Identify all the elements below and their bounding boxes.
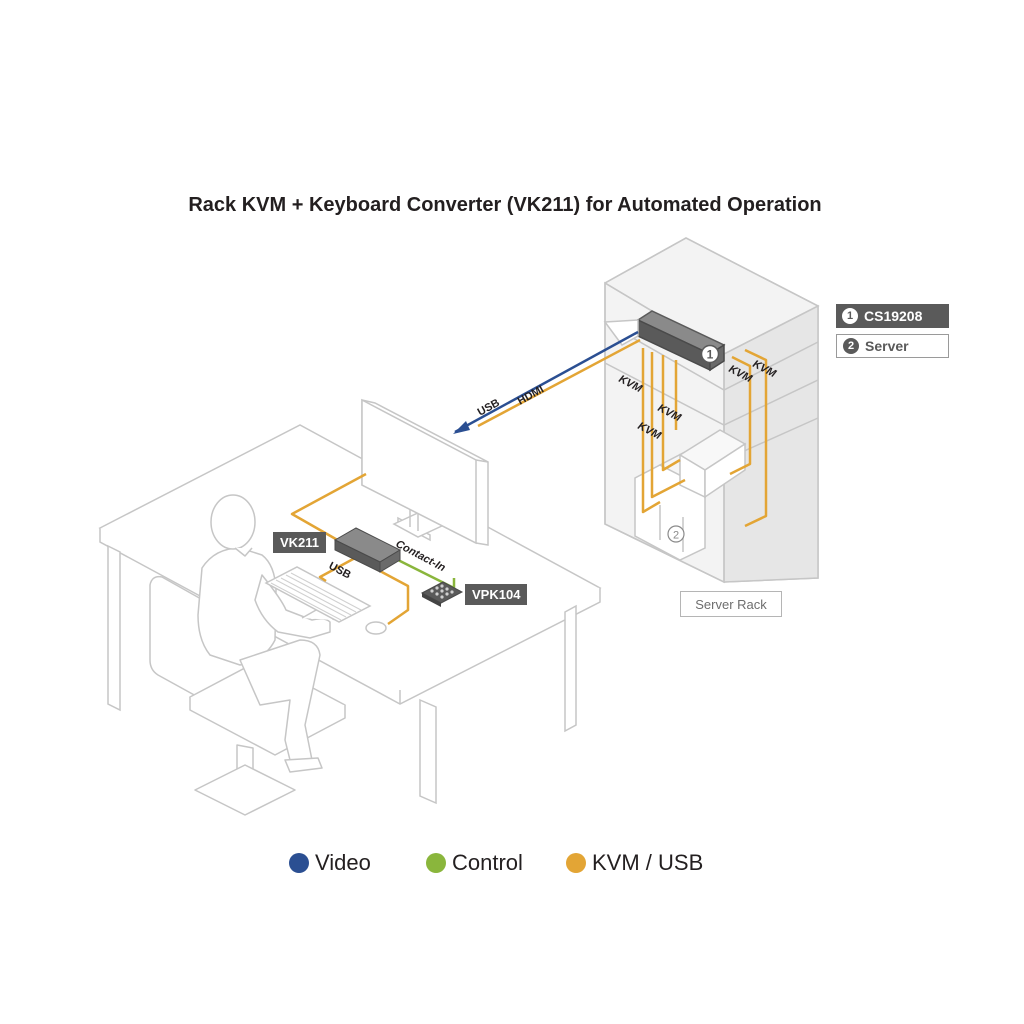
callout-2-marker: 2 — [667, 525, 685, 543]
legend-control: Control — [426, 850, 523, 876]
cable-kvm-6 — [744, 348, 768, 528]
monitor-screen — [361, 398, 477, 545]
legend-kvm-usb-swatch — [566, 853, 586, 873]
cable-usb-vk211-to-monitor — [290, 472, 367, 548]
vk211-device — [333, 527, 402, 573]
legend-control-swatch — [426, 853, 446, 873]
cable-hdmi — [454, 330, 639, 434]
cable-usb-mouse — [362, 560, 410, 626]
monitor — [361, 398, 489, 546]
legend-video-label: Video — [315, 850, 371, 875]
legend-control-label: Control — [452, 850, 523, 875]
server-rack-label: Server Rack — [680, 591, 782, 617]
callout-key-1-number: 1 — [842, 308, 858, 324]
callout-key-server: 2 Server — [836, 334, 949, 358]
vpk104-label: VPK104 — [465, 584, 528, 605]
callout-1-number: 1 — [707, 348, 714, 362]
cable-label-hdmi: HDMI — [516, 384, 546, 408]
callout-1-marker: 1 — [700, 344, 720, 364]
vk211-label: VK211 — [273, 532, 327, 553]
callout-key-1-label: CS19208 — [864, 308, 923, 324]
legend-kvm-usb-label: KVM / USB — [592, 850, 704, 875]
person-and-chair — [149, 494, 346, 816]
person-head — [210, 494, 256, 550]
cable-usb-keyboard — [318, 556, 356, 583]
mouse — [365, 621, 387, 635]
callout-key-2-label: Server — [865, 338, 909, 354]
legend-video-swatch — [289, 853, 309, 873]
legend-video: Video — [289, 850, 371, 876]
server-rack — [603, 237, 820, 584]
person-legs — [239, 639, 321, 769]
cable-kvm-2 — [650, 352, 686, 499]
keyboard — [264, 566, 372, 623]
callout-2-number: 2 — [673, 530, 679, 542]
hdmi-arrow — [453, 421, 470, 434]
vpk104-keypad — [420, 581, 464, 607]
person-arm — [254, 574, 331, 639]
cable-usb-monitor-to-rack — [477, 338, 641, 428]
legend-kvm-usb: KVM / USB — [566, 850, 703, 876]
cable-kvm-3 — [661, 355, 681, 472]
diagram-title: Rack KVM + Keyboard Converter (VK211) fo… — [188, 194, 822, 216]
cable-kvm-5 — [729, 355, 752, 476]
callout-key-2-number: 2 — [843, 338, 859, 354]
cable-kvm-1 — [641, 348, 661, 514]
callout-key-cs19208: 1 CS19208 — [836, 304, 949, 328]
